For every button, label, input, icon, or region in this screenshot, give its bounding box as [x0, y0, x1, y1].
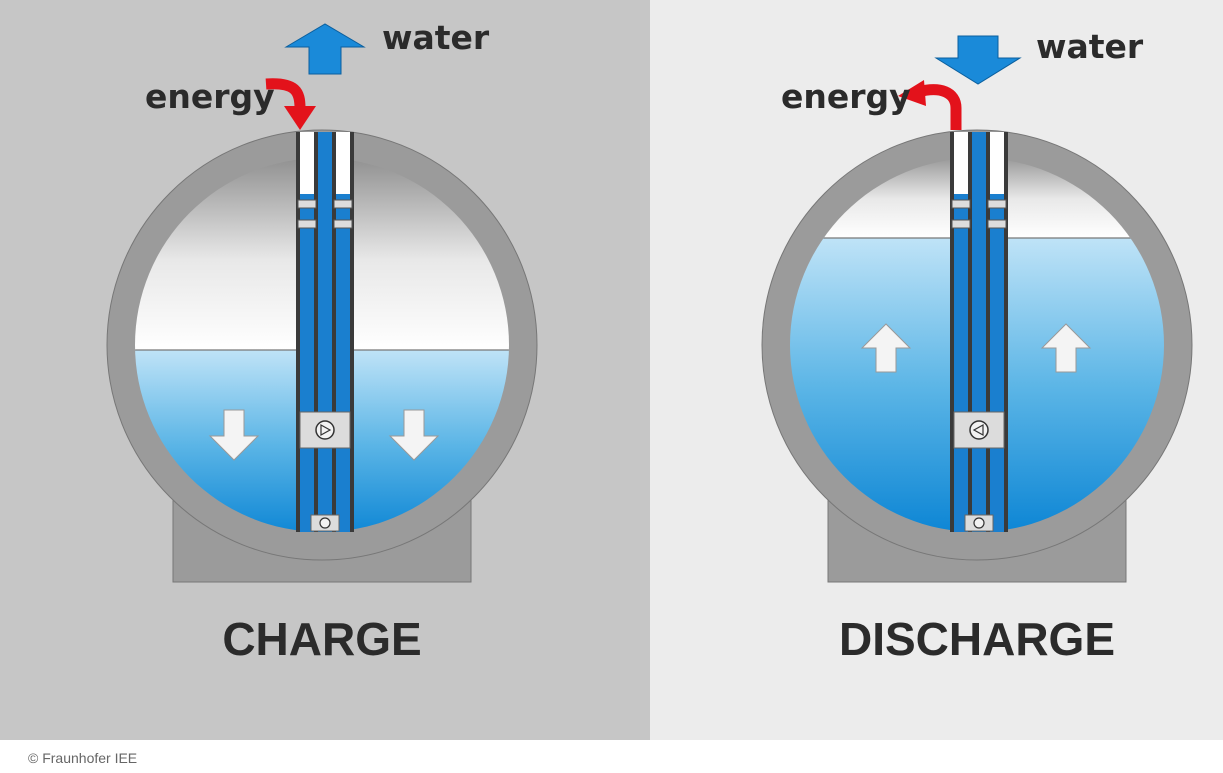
charge-title: CHARGE [222, 613, 421, 665]
discharge-panel: water [761, 27, 1193, 665]
pump-icon [315, 420, 335, 440]
energy-in-arrow-icon [265, 78, 306, 109]
discharge-title: DISCHARGE [839, 613, 1115, 665]
water-down-arrow-icon [208, 409, 260, 461]
energy-out-arrowhead [898, 80, 926, 106]
discharge-water-label: water [1036, 27, 1144, 66]
turbine-icon [969, 420, 989, 440]
discharge-energy-label: energy [781, 77, 911, 116]
charge-water-label: water [382, 18, 490, 57]
copyright-notice: © Fraunhofer IEE [28, 750, 138, 766]
water-up-arrow-icon [284, 23, 366, 75]
charge-pipe-column [296, 132, 354, 532]
water-down-arrow-icon [388, 409, 440, 461]
water-up-arrow-icon [1040, 323, 1092, 373]
energy-in-arrowhead [284, 106, 316, 130]
water-up-arrow-icon [860, 323, 912, 373]
charge-energy-label: energy [145, 77, 275, 116]
charge-panel: water [106, 18, 538, 665]
pump-turbine [299, 411, 351, 449]
discharge-pipe-column [950, 132, 1008, 532]
water-down-arrow-icon [934, 35, 1022, 85]
